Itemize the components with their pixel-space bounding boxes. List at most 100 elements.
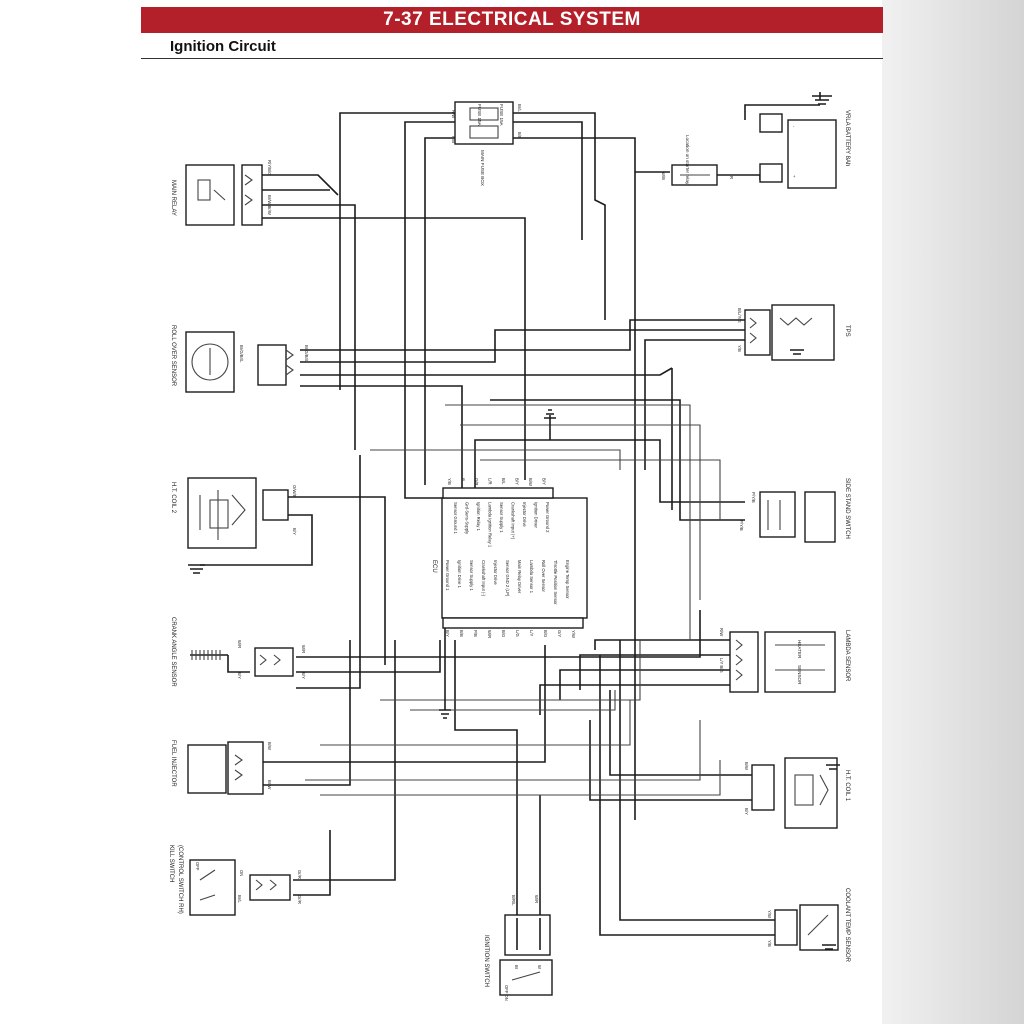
ignition-switch-label: IGNITION SWITCH (483, 935, 489, 987)
coolant-temp-sensor-label: COOLANT TEMP SENSOR (844, 888, 850, 963)
ecu-pin-function: Ignition Relay 1 (476, 502, 481, 532)
ecu-pin-function: Lambda Ignition Relay 1 (488, 502, 493, 548)
ecu-pin-top: R (461, 478, 466, 481)
ecu-pin-function: Grd-Sens-Supply (465, 502, 470, 535)
ecu-pin-function: Ignition Driver (534, 502, 539, 528)
crank-wire: W/R (237, 640, 242, 648)
page-header: 7-37 ELECTRICAL SYSTEM (141, 7, 883, 33)
side-stand-wires: P/Y/B (739, 520, 744, 531)
battery-label: VRLA BATTERY 8Ah (844, 110, 850, 166)
ecu-pin-bottom: B/Y (445, 630, 450, 637)
kill-wire: Gr/R (297, 895, 302, 904)
ecu-pin-top: L/R (488, 478, 493, 485)
ecu-pin-top: B/L (501, 478, 506, 485)
roll-over-wires: Br/G/Br/L (304, 345, 309, 363)
main-relay-wires: R/Y/B/G (267, 160, 272, 175)
ht-coil-1-wire: B/Y (744, 808, 749, 815)
ign-wire: W/R (534, 895, 539, 903)
ecu-pin-bottom: B/G (543, 630, 548, 637)
ecu-pin-bottom: Y/W (571, 630, 576, 638)
fuse-2-label: FUSE 15A (499, 104, 504, 127)
crank-angle-sensor: CRANK ANGLE SENSOR W/R B/Y W/R B/Y (170, 617, 306, 687)
ecu-pin-function: Main Relay Driver (517, 560, 522, 594)
ht-coil-2-wires: O/W/B (292, 485, 297, 498)
wiring (200, 92, 821, 936)
title-rule (141, 58, 883, 59)
ecu-box (441, 497, 588, 619)
fuel-injector-label: FUEL INJECTOR (170, 740, 176, 787)
ecu-pin-bottom: L/G (515, 630, 520, 637)
section-title: Ignition Circuit (170, 38, 276, 55)
tps-wires: Y/B (737, 345, 742, 352)
coolant-wire: Y/B (767, 940, 772, 947)
ecu-pin-top: Y/B (447, 478, 452, 485)
ht-coil-2-wires: B/Y (292, 528, 297, 535)
roll-over-sensor: ROLL OVER SENSOR Br/G/Br/L Br/G/Br/L (170, 325, 309, 393)
injector-wire: Br/W (267, 780, 272, 789)
main-fuse-box-label: MAIN FUSE BOX (480, 150, 485, 186)
ecu-pin-function: Injector Drive (522, 502, 527, 527)
ecu-pin-bottom: B/B (459, 630, 464, 637)
battery-minus: - (793, 124, 795, 129)
kill-switch: KILL SWITCH (CONTROL SWITCH RH) OFF ON G… (168, 845, 302, 916)
starter-relay-label: Location on starter relay (685, 135, 690, 185)
crank-angle-sensor-label: CRANK ANGLE SENSOR (170, 617, 176, 687)
kill-wire: Br/L (237, 895, 242, 903)
ht-coil-2-label: H.T. COIL 2 (170, 482, 176, 514)
fuel-injector: FUEL INJECTOR B/W Br/W (170, 740, 272, 795)
coolant-wire: Y/W (767, 910, 772, 918)
ecu-pin-bottom: P/B (473, 630, 478, 637)
ecu-pin-function: Power Ground 2 (545, 502, 550, 533)
ecu-pin-function: Lambda Sensor 1 (529, 560, 534, 594)
roll-over-wires: Br/G/Br/L (239, 345, 244, 363)
fuse-wire-label: Br/L (517, 104, 522, 112)
ht-coil-1-wire: B/W (744, 762, 749, 770)
ecu-pin-function: Power Ground 1 (445, 560, 450, 591)
crank-wire: B/Y (301, 672, 306, 679)
lambda-sensor-label: LAMBDA SENSOR (844, 630, 850, 682)
ign-positions: OFF ON (504, 985, 509, 1001)
injector-wire: B/W (267, 742, 272, 750)
ecu-pin-bottom: L/Y (529, 630, 534, 636)
tps: TPS B/L/Y/G Y/B (737, 304, 850, 361)
ecu-pin-function: Sensor Ground 1 (453, 502, 458, 535)
ecu-pin-function: Crankshaft Input (-) (481, 560, 486, 597)
ecu-pin-function: Ignition Drive 1 (457, 560, 462, 589)
crank-wire: B/Y (237, 672, 242, 679)
kill-wire: Gr/R (297, 870, 302, 879)
kill-switch-sublabel: (CONTROL SWITCH RH) (177, 845, 183, 914)
ecu-pin-top: B/W (528, 478, 533, 486)
ecu-pin-function: Crankshaft Input (+) (511, 502, 516, 540)
main-relay-wires: Br/W/Br/W (267, 195, 272, 215)
battery-plus: + (793, 174, 796, 179)
ign-wire: B/R/L (511, 895, 516, 906)
crank-wire: W/R (301, 645, 306, 653)
starter-wire-label: R (729, 176, 734, 179)
ecu-pin-function: Sensor GND 2 (LP) (505, 560, 510, 597)
kill-switch-off: OFF (195, 862, 200, 871)
ecu-pin-function: Injector Drive (493, 560, 498, 585)
main-relay: MAIN RELAY R/Y/B/G Br/W/Br/W (170, 160, 272, 226)
lambda-sensor: HEATER SENSOR LAMBDA SENSOR R/W L/Y B/G (719, 628, 850, 693)
lambda-heater-label: HEATER (797, 640, 802, 659)
ecu-pin-function: Throttle Position Sensor (553, 560, 558, 605)
ecu-pin-bottom: G/Y (557, 630, 562, 637)
roll-over-sensor-label: ROLL OVER SENSOR (170, 325, 176, 387)
main-relay-label: MAIN RELAY (170, 180, 176, 216)
ecu-pin-function: Sensor Supply 1 (499, 502, 504, 533)
lambda-wires: L/Y B/G (719, 658, 724, 673)
ecu-pin-top: B/Y (515, 478, 520, 485)
ht-coil-1: H.T. COIL 1 B/W B/Y (744, 757, 850, 829)
side-stand-switch: SIDE STAND SWITCH P/Y/B P/Y/B (739, 478, 850, 543)
battery: - + VRLA BATTERY 8Ah (759, 95, 850, 189)
ecu-pin-function: Roll Over Sensor (541, 560, 546, 592)
side-stand-wires: P/Y/B (751, 492, 756, 503)
fuse-wire-label: R/B (451, 136, 456, 143)
ecu-pin-top: G/R (474, 478, 479, 485)
fuse-wire-label: R/W (451, 110, 456, 118)
coolant-temp-sensor: COOLANT TEMP SENSOR Y/W Y/B (767, 888, 850, 963)
ht-coil-2: H.T. COIL 2 O/W/B B/Y (170, 477, 297, 574)
ecu-label: ECU (431, 560, 437, 573)
